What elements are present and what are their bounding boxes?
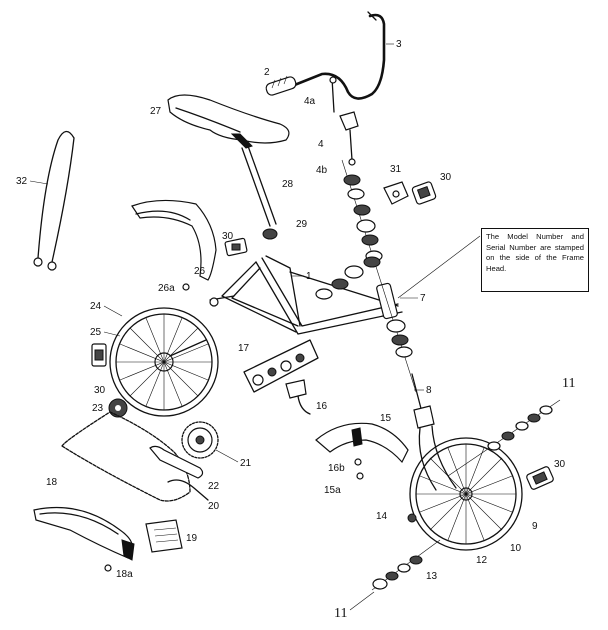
rear-fender bbox=[131, 199, 217, 281]
label-26: 26 bbox=[194, 266, 206, 277]
label-15a: 15a bbox=[324, 485, 341, 496]
crank-arm bbox=[149, 445, 204, 479]
reflector-right bbox=[526, 466, 554, 490]
label-21: 21 bbox=[240, 458, 252, 469]
label-19: 19 bbox=[186, 533, 198, 544]
rear-wheel bbox=[109, 307, 219, 417]
label-27: 27 bbox=[150, 106, 162, 117]
pedal bbox=[145, 519, 183, 553]
label-23: 23 bbox=[92, 403, 104, 414]
seat-post bbox=[241, 145, 277, 227]
label-17: 17 bbox=[238, 343, 250, 354]
label-11-upper: 11 bbox=[562, 376, 575, 391]
saddle bbox=[167, 94, 290, 149]
label-4a: 4a bbox=[304, 96, 316, 107]
chain-guard-screw bbox=[104, 564, 112, 572]
label-4b: 4b bbox=[316, 165, 328, 176]
label-9: 9 bbox=[532, 521, 538, 532]
seat-clamp bbox=[262, 228, 278, 240]
label-2: 2 bbox=[264, 67, 270, 78]
hub-parts-upper bbox=[447, 399, 561, 477]
front-wheel bbox=[409, 437, 523, 551]
crank bbox=[167, 479, 209, 501]
handlebar bbox=[290, 11, 386, 100]
label-4: 4 bbox=[318, 139, 324, 150]
label-26a: 26a bbox=[158, 283, 175, 294]
reflector-left bbox=[91, 343, 107, 367]
label-14: 14 bbox=[376, 511, 388, 522]
sissy-bar bbox=[33, 130, 75, 271]
label-18a: 18a bbox=[116, 569, 133, 580]
label-11-lower: 11 bbox=[334, 606, 347, 621]
serial-number-note: The Model Number and Serial Number are s… bbox=[481, 228, 589, 292]
frame bbox=[209, 255, 403, 335]
label-28: 28 bbox=[282, 179, 294, 190]
label-7: 7 bbox=[420, 293, 426, 304]
bottom-bracket-cups bbox=[315, 256, 381, 300]
fork bbox=[411, 373, 457, 491]
label-8: 8 bbox=[426, 385, 432, 396]
part-labels: 3 2 4a 4 4b 27 28 29 30 31 30 32 26 26a … bbox=[16, 39, 575, 621]
crank-bearing-set bbox=[243, 339, 319, 393]
label-32: 32 bbox=[16, 176, 28, 187]
brake-lever-clamp bbox=[383, 181, 409, 205]
label-16: 16 bbox=[316, 401, 328, 412]
label-16b: 16b bbox=[328, 463, 345, 474]
label-15: 15 bbox=[380, 413, 392, 424]
label-25: 25 bbox=[90, 327, 102, 338]
label-18: 18 bbox=[46, 477, 58, 488]
headset-parts-lower bbox=[386, 319, 413, 358]
label-12: 12 bbox=[476, 555, 488, 566]
label-24: 24 bbox=[90, 301, 102, 312]
front-fender bbox=[315, 422, 409, 464]
label-30-left: 30 bbox=[94, 385, 106, 396]
fender-bolt bbox=[354, 458, 364, 480]
label-13: 13 bbox=[426, 571, 438, 582]
chain-guard bbox=[33, 506, 135, 561]
chainring bbox=[181, 421, 219, 459]
label-20: 20 bbox=[208, 501, 220, 512]
hub-parts-lower bbox=[371, 539, 441, 591]
rear-sprocket bbox=[108, 398, 128, 418]
label-30-head: 30 bbox=[440, 172, 452, 183]
axle-nut bbox=[407, 513, 417, 523]
handlebar-grip bbox=[265, 75, 297, 96]
brake-arm bbox=[285, 379, 311, 415]
label-10: 10 bbox=[510, 543, 522, 554]
label-31: 31 bbox=[390, 164, 402, 175]
label-30-upper: 30 bbox=[222, 231, 234, 242]
label-30-right: 30 bbox=[554, 459, 566, 470]
stem-bolt bbox=[329, 76, 359, 166]
label-22: 22 bbox=[208, 481, 220, 492]
label-1: 1 bbox=[306, 271, 312, 282]
label-29: 29 bbox=[296, 219, 308, 230]
label-3: 3 bbox=[396, 39, 402, 50]
reflector-head bbox=[411, 181, 437, 205]
chain bbox=[61, 411, 191, 502]
reflector-upper bbox=[224, 237, 248, 257]
